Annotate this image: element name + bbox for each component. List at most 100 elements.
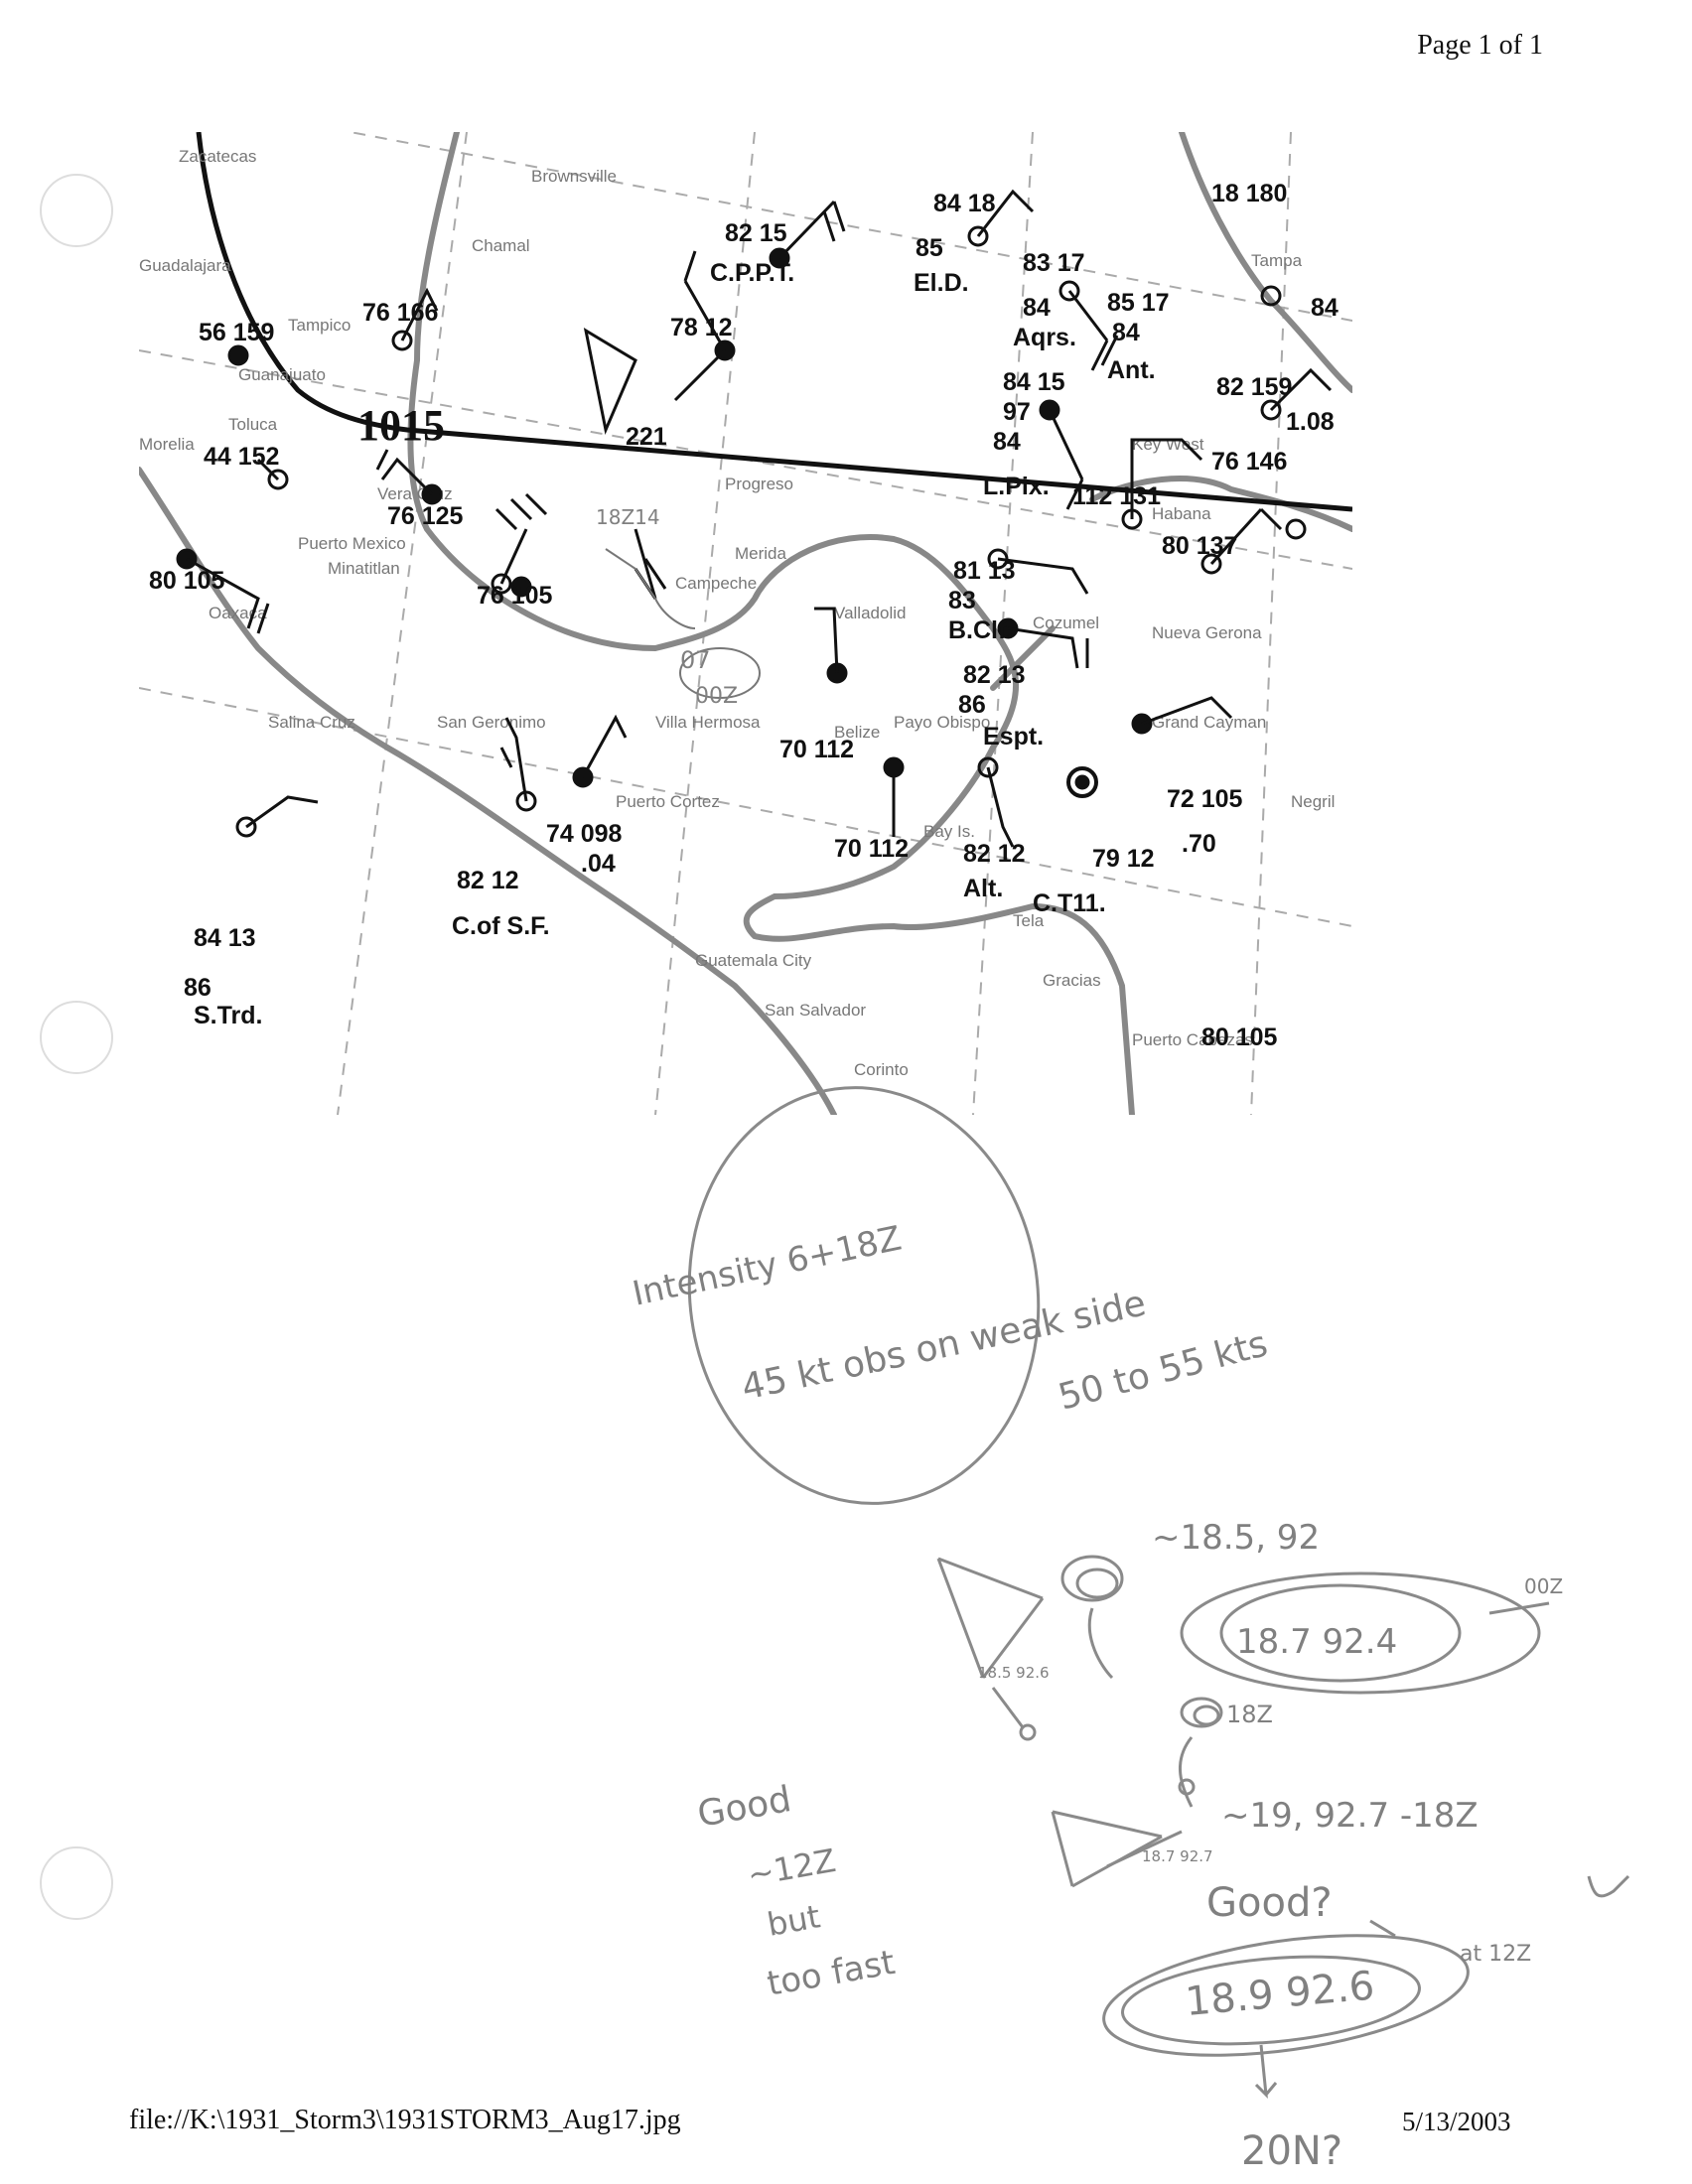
station-markers xyxy=(176,225,1307,838)
wind-barbs xyxy=(186,189,1333,848)
side-note-line: too fast xyxy=(765,1943,899,2004)
place-name: Villa Hermosa xyxy=(655,713,761,732)
storm-symbol-upper xyxy=(936,1557,1045,1679)
station-label: 221 xyxy=(626,423,667,451)
place-name: Salina Cruz xyxy=(268,713,355,732)
file-path: file://K:\1931_Storm3\1931STORM3_Aug17.j… xyxy=(129,2105,681,2135)
station-label: Ant. xyxy=(1107,356,1156,384)
position-note-5: 18.9 92.6 xyxy=(1184,1964,1376,2025)
place-name: Guadalajara xyxy=(139,256,231,275)
pencil-shapes xyxy=(687,1086,1630,2100)
station-label: C.T11. xyxy=(1033,889,1106,917)
page-label: Page 1 of 1 xyxy=(1417,30,1543,61)
station-label: 80 105 xyxy=(1201,1024,1278,1051)
station-label: 82 159 xyxy=(1216,373,1292,401)
place-name: Corinto xyxy=(854,1060,909,1079)
station-label: 84 xyxy=(1311,294,1339,322)
station-label: 76 146 xyxy=(1211,448,1287,476)
position-oval-12z xyxy=(1102,1934,1470,2057)
place-name: Guatemala City xyxy=(695,951,812,970)
place-name: Tampico xyxy=(288,316,351,335)
station-label: 76 125 xyxy=(387,502,464,530)
pencil-track xyxy=(605,548,761,699)
station-label: 84 15 xyxy=(1003,368,1065,396)
station-label: 86 xyxy=(958,691,986,719)
place-name: Puerto Cortez xyxy=(616,792,720,811)
position-note-2: 18.7 92.4 xyxy=(1236,1622,1397,1662)
position-note-4: ~19, 92.7 -18Z xyxy=(1221,1796,1479,1836)
station-label: 84 xyxy=(993,428,1021,456)
pencil-mark: 18Z14 xyxy=(596,505,660,529)
station-label: El.D. xyxy=(914,269,969,297)
place-name: Belize xyxy=(834,723,880,742)
station-label: 97 xyxy=(1003,398,1031,426)
coastline xyxy=(139,132,1352,1115)
station-label: .70 xyxy=(1182,830,1216,858)
station-label: L.Pix. xyxy=(983,473,1050,500)
place-name: Grand Cayman xyxy=(1152,713,1266,732)
place-name: Chamal xyxy=(472,236,530,255)
place-name: San Salvador xyxy=(765,1001,866,1020)
place-name: Habana xyxy=(1152,504,1211,523)
station-label: 70 112 xyxy=(834,835,909,863)
place-name: Payo Obispo xyxy=(894,713,990,732)
intensity-circle xyxy=(687,1086,1041,1505)
print-date: 5/13/2003 xyxy=(1402,2107,1511,2136)
station-label: 82 12 xyxy=(963,840,1026,868)
place-name: Negril xyxy=(1291,792,1335,811)
pencil-mark: 07 xyxy=(680,646,711,674)
place-name: San Geronimo xyxy=(437,713,546,732)
position-oval-00z xyxy=(1180,1571,1541,1695)
station-labels: 82 15 C.P.P.T. 78 12 84 18 85 El.D. 83 1… xyxy=(149,180,1339,1051)
station-label: 84 xyxy=(1023,294,1051,322)
side-note-line: ~12Z xyxy=(745,1842,839,1894)
place-name: Tampa xyxy=(1251,251,1303,270)
position-note-5-tag: at 12Z xyxy=(1460,1942,1531,1967)
place-name: Puerto Cabezas xyxy=(1132,1030,1253,1049)
station-label: 56 159 xyxy=(199,319,274,346)
position-note-4-small: 18.7 92.7 xyxy=(1142,1847,1213,1865)
station-label: 85 17 xyxy=(1107,289,1170,317)
isobar-line xyxy=(196,132,1352,512)
position-note-1-small: 18.5 92.6 xyxy=(978,1664,1050,1682)
bottom-note: 20N? xyxy=(1241,2128,1342,2174)
side-note-line: Good xyxy=(694,1779,793,1836)
station-label: 82 13 xyxy=(963,661,1026,689)
place-name: Merida xyxy=(735,544,787,563)
position-note-1: ~18.5, 92 xyxy=(1152,1518,1320,1558)
place-name: Puerto Mexico xyxy=(298,534,406,553)
station-label: 81 13 xyxy=(953,557,1016,585)
place-name: Gracias xyxy=(1043,971,1101,990)
station-label: Alt. xyxy=(963,875,1003,902)
place-name: Bay Is. xyxy=(923,822,975,841)
station-label: 80 105 xyxy=(149,567,225,595)
station-label: 72 105 xyxy=(1167,785,1243,813)
punch-hole-bottom xyxy=(40,1846,113,1920)
station-label: 86 xyxy=(184,974,212,1002)
place-name: Zacatecas xyxy=(179,147,256,166)
position-note-3-tag: 18Z xyxy=(1226,1701,1273,1728)
place-name: Valladolid xyxy=(834,604,906,622)
station-label: 70 112 xyxy=(779,736,854,763)
station-label: 76 105 xyxy=(477,582,553,610)
place-name: Guanajuato xyxy=(238,365,326,384)
place-name: Minatitlan xyxy=(328,559,400,578)
station-label: 82 15 xyxy=(725,219,787,247)
place-name: Tela xyxy=(1013,911,1045,930)
pencil-mark: 00Z xyxy=(695,684,738,709)
punch-hole-middle xyxy=(40,1001,113,1074)
station-label: 112 131 xyxy=(1072,482,1161,510)
station-label: 18 180 xyxy=(1211,180,1287,207)
place-name: Toluca xyxy=(228,415,278,434)
station-label: S.Trd. xyxy=(194,1002,262,1029)
station-label: 84 xyxy=(1112,319,1140,346)
track-point xyxy=(1019,1723,1037,1741)
map-pencil-marks: 18Z14 07 00Z xyxy=(596,505,738,709)
station-label: C.P.P.T. xyxy=(710,259,794,287)
station-label: 79 12 xyxy=(1092,845,1155,873)
station-label: 84 13 xyxy=(194,924,256,952)
place-name: Campeche xyxy=(675,574,757,593)
station-label: 84 18 xyxy=(933,190,996,217)
station-label: B.Clf. xyxy=(948,616,1013,644)
